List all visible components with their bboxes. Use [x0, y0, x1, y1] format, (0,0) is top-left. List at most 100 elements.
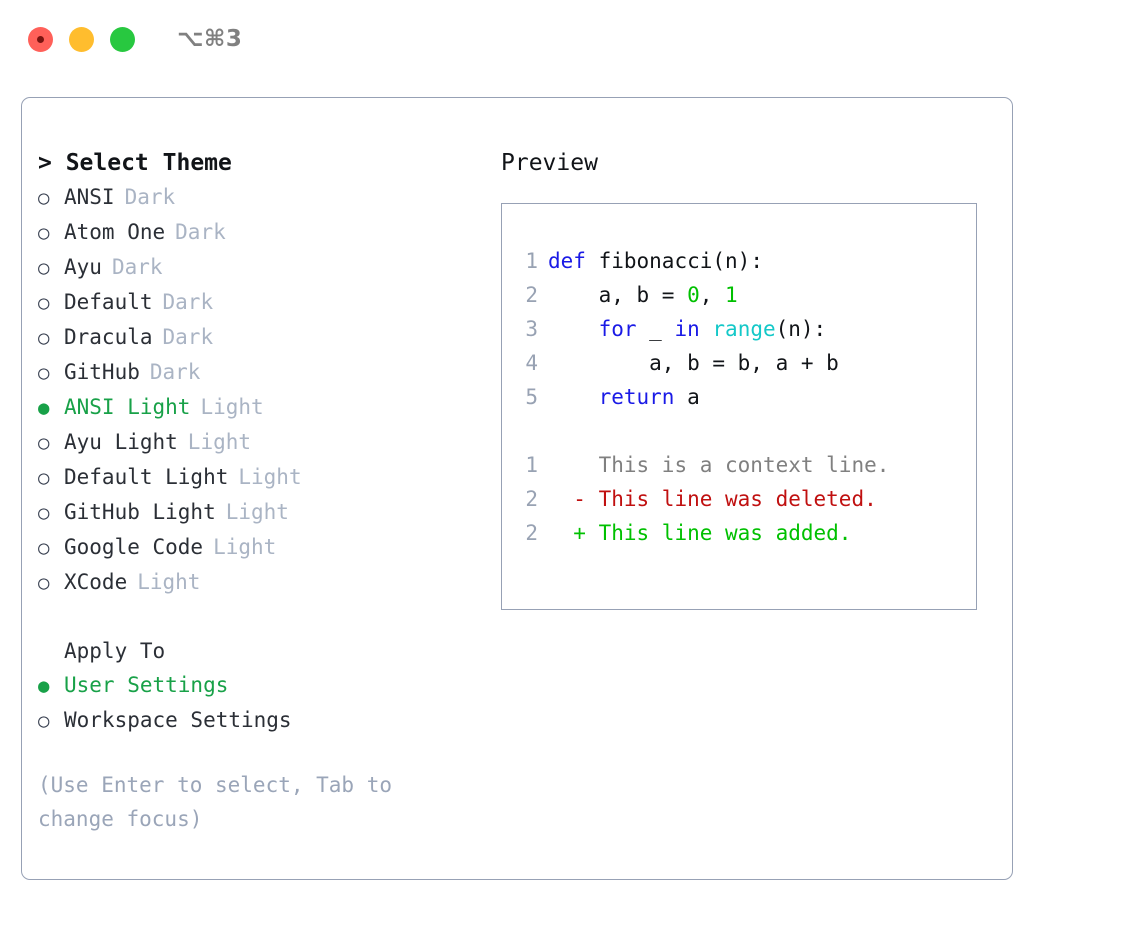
radio-selected-icon: ● — [38, 397, 50, 419]
radio-unselected-icon: ○ — [38, 327, 50, 349]
apply-to-option-workspace-settings[interactable]: ○Workspace Settings — [38, 703, 478, 738]
theme-option-ayu-light[interactable]: ○ Ayu Light Light — [38, 425, 478, 460]
diff-sample: 1 This is a context line.2 - This line w… — [516, 448, 976, 550]
theme-option-variant: Dark — [111, 255, 163, 279]
diff-marker — [548, 453, 586, 477]
select-theme-heading: > Select Theme — [38, 150, 232, 176]
radio-unselected-icon: ○ — [38, 572, 50, 594]
diff-line: 1 This is a context line. — [516, 448, 976, 482]
code-token: _ — [636, 317, 675, 341]
radio-unselected-icon: ○ — [38, 292, 50, 314]
diff-line-number: 2 — [525, 487, 538, 511]
radio-unselected-icon: ○ — [38, 710, 50, 732]
minimize-window-button[interactable] — [69, 26, 94, 52]
radio-unselected-icon: ○ — [38, 222, 50, 244]
apply-to-list[interactable]: ● User Settings ○Workspace Settings — [38, 668, 478, 738]
code-line: 3 for _ in range(n): — [516, 312, 976, 346]
code-line: 4 a, b = b, a + b — [516, 346, 976, 380]
code-line-number: 2 — [525, 283, 538, 307]
radio-unselected-icon: ○ — [38, 467, 50, 489]
theme-option-ansi[interactable]: ○ ANSI Dark — [38, 180, 478, 215]
code-token — [548, 317, 599, 341]
code-line-number: 4 — [525, 351, 538, 375]
theme-option-variant: Light — [200, 395, 264, 419]
help-hint-text: (Use Enter to select, Tab to change focu… — [38, 773, 393, 831]
theme-option-variant: Dark — [124, 185, 176, 209]
theme-option-name: ANSI — [64, 185, 115, 209]
diff-line: 2 + This line was added. — [516, 516, 976, 550]
list-spacer — [38, 600, 478, 634]
window-title-label: ⌥⌘3 — [177, 26, 243, 52]
diff-line-number: 2 — [525, 521, 538, 545]
radio-selected-icon: ● — [38, 675, 50, 697]
code-token: (n): — [775, 317, 827, 341]
diff-marker: - — [548, 487, 586, 511]
code-line: 2 a, b = 0, 1 — [516, 278, 976, 312]
radio-unselected-icon: ○ — [38, 432, 50, 454]
code-line-number: 3 — [525, 317, 538, 341]
code-line: 5 return a — [516, 380, 976, 414]
theme-option-default-light[interactable]: ○ Default Light Light — [38, 460, 478, 495]
maximize-window-button[interactable] — [110, 26, 135, 52]
theme-option-atom-one[interactable]: ○ Atom One Dark — [38, 215, 478, 250]
code-token — [548, 385, 599, 409]
code-token: in — [674, 317, 700, 341]
diff-line-number: 1 — [525, 453, 538, 477]
theme-option-name: Atom One — [64, 220, 166, 244]
theme-option-variant: Light — [187, 430, 252, 454]
code-token: a, b = b, a + b — [548, 351, 839, 375]
diff-text: This is a context line. — [585, 453, 890, 477]
code-line-number: 1 — [525, 249, 538, 273]
theme-option-variant: Light — [137, 570, 201, 594]
theme-option-ayu[interactable]: ○ Ayu Dark — [38, 250, 478, 285]
code-token: range — [712, 317, 776, 341]
code-token: 0 — [687, 283, 700, 307]
code-token: a — [674, 385, 700, 409]
theme-option-variant: Dark — [162, 290, 214, 314]
theme-option-default[interactable]: ○ Default Dark — [38, 285, 478, 320]
theme-option-variant: Dark — [149, 360, 201, 384]
theme-option-variant: Dark — [162, 325, 214, 349]
theme-option-name: Default Light — [64, 465, 229, 489]
code-line-number: 5 — [525, 385, 538, 409]
apply-to-option-user-settings[interactable]: ● User Settings — [38, 668, 478, 703]
close-window-button[interactable] — [28, 26, 53, 52]
apply-to-option-name: User Settings — [64, 673, 229, 697]
theme-option-name: Ayu — [64, 255, 102, 279]
radio-unselected-icon: ○ — [38, 187, 50, 209]
diff-marker: + — [548, 521, 586, 545]
code-token — [586, 249, 599, 273]
code-token: , — [699, 283, 726, 307]
radio-unselected-icon: ○ — [38, 502, 50, 524]
theme-option-variant: Dark — [175, 220, 226, 244]
theme-option-name: GitHub — [64, 360, 140, 384]
theme-option-variant: Light — [238, 465, 302, 489]
code-token: fibonacci — [598, 249, 713, 273]
theme-option-name: Default — [64, 290, 153, 314]
diff-line: 2 - This line was deleted. — [516, 482, 976, 516]
theme-option-name: Ayu Light — [64, 430, 178, 454]
code-token — [700, 317, 713, 341]
radio-unselected-icon: ○ — [38, 537, 50, 559]
theme-option-name: XCode — [64, 570, 128, 594]
theme-option-variant: Light — [225, 500, 289, 524]
radio-unselected-icon: ○ — [38, 257, 50, 279]
code-token: a, b = — [548, 283, 688, 307]
code-token: (n): — [712, 249, 763, 273]
theme-option-xcode[interactable]: ○ XCode Light — [38, 565, 478, 600]
code-token: for — [598, 317, 637, 341]
theme-option-name: Google Code — [64, 535, 204, 559]
code-diff-separator — [516, 414, 976, 448]
